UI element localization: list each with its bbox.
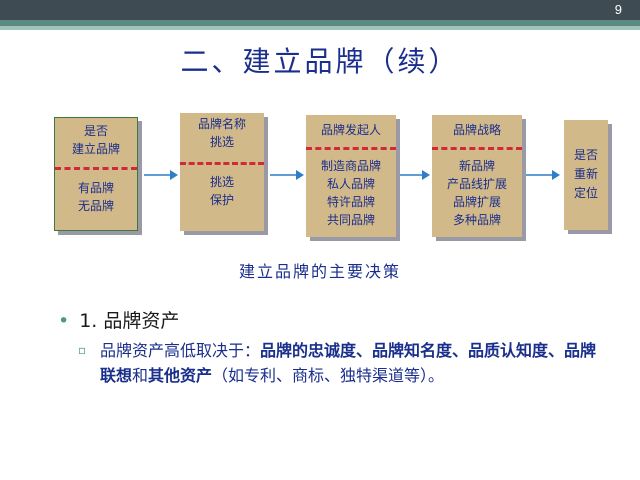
sub-bullet-text: 品牌资产高低取决于：品牌的忠诚度、品牌知名度、品质认知度、品牌联想和其他资产（如… [100,338,598,388]
bullet-dot-icon: • [58,310,70,332]
dashed-divider [55,167,137,170]
flow-arrow [144,167,178,183]
dashed-divider [306,147,396,150]
flow-box-heading: 品牌战略 [452,123,501,137]
flow-box-heading: 是否 重新 定位 [573,148,598,200]
flow-box-heading: 是否 建立品牌 [71,124,120,156]
flow-box-heading: 品牌发起人 [320,123,381,137]
flow-box-repositioning: 是否 重新 定位 [564,120,608,230]
top-bar [0,0,640,20]
flow-arrow [400,167,430,183]
flow-box-options: 有品牌 无品牌 [77,181,114,213]
slide-title: 二、建立品牌（续） [180,45,460,78]
bullet-heading: • 1. 品牌资产 [58,306,179,333]
text-segment-emphasis: 品牌的忠诚度、品牌知名度、品质认知度、品牌联想 [100,341,597,385]
flow-box-brand-strategy: 品牌战略 新品牌 产品线扩展 品牌扩展 多种品牌 [432,115,522,237]
square-bullet-icon: ▫ [78,343,87,357]
flow-box-brand-sponsor: 品牌发起人 制造商品牌 私人品牌 特许品牌 共同品牌 [306,115,396,237]
flow-box-brand-decision: 是否 建立品牌 有品牌 无品牌 [54,117,138,231]
text-segment: 和 [132,366,149,385]
text-segment: 品牌资产高低取决于： [100,341,261,360]
flow-box-options: 制造商品牌 私人品牌 特许品牌 共同品牌 [320,159,381,227]
diagram-caption: 建立品牌的主要决策 [238,262,401,281]
text-segment-emphasis: 其他资产 [148,366,213,385]
bullet-heading-text: 1. 品牌资产 [79,310,180,332]
flow-arrow [270,167,304,183]
flow-box-name-selection: 品牌名称 挑选 挑选 保护 [180,113,264,231]
flow-box-options: 挑选 保护 [209,175,234,207]
sub-bullet: ▫ 品牌资产高低取决于：品牌的忠诚度、品牌知名度、品质认知度、品牌联想和其他资产… [78,338,598,388]
flow-box-heading: 品牌名称 挑选 [197,117,246,149]
top-stripe-light [0,26,640,30]
flow-arrow [526,167,560,183]
page-number: 9 [614,2,622,17]
dashed-divider [432,147,522,150]
dashed-divider [180,162,264,165]
text-segment: （如专利、商标、独特渠道等）。 [212,366,445,385]
top-stripe [0,20,640,26]
flow-box-options: 新品牌 产品线扩展 品牌扩展 多种品牌 [446,159,507,227]
